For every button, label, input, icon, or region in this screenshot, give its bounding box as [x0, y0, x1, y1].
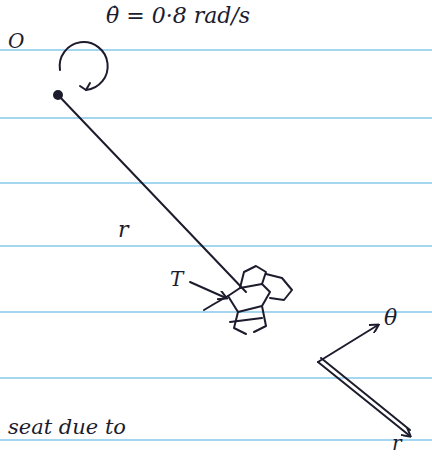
force-label: T	[170, 268, 183, 290]
arm-line	[58, 95, 246, 292]
r-axis-double	[321, 358, 410, 430]
rotation-arrowhead	[80, 83, 90, 90]
ruled-lines	[0, 50, 432, 440]
radius-label: r	[118, 218, 129, 242]
seat-sketch	[204, 266, 292, 334]
rotation-arc	[60, 42, 108, 90]
r-axis	[318, 362, 410, 436]
force-arrow	[190, 282, 226, 298]
r-axis-label: r	[392, 432, 402, 454]
origin-label: O	[8, 30, 24, 52]
theta-axis	[318, 325, 378, 362]
theta-axis-label: θ	[384, 306, 397, 330]
note-text: seat due to	[8, 416, 126, 439]
angular-rate: θ̇ = 0·8 rad/s	[106, 4, 250, 28]
